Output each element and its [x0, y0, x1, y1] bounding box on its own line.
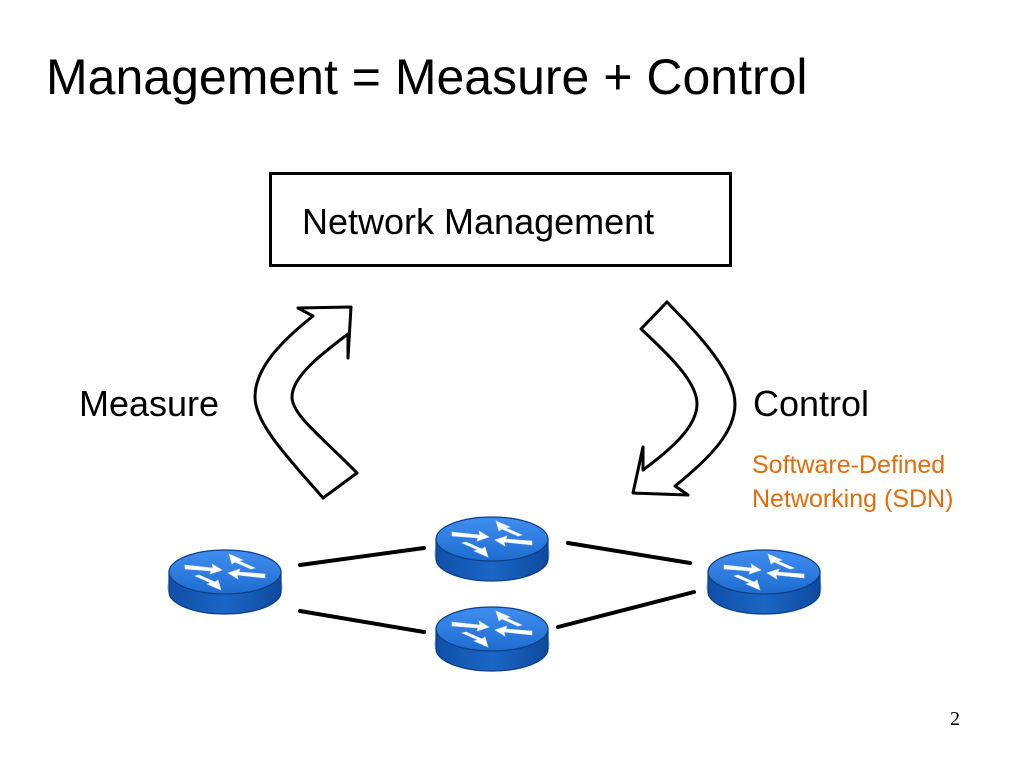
measure-label: Measure — [79, 383, 220, 424]
router-right-icon — [705, 549, 823, 615]
network-management-box: Network Management — [269, 172, 732, 267]
router-left-icon — [166, 549, 284, 615]
router-bottom-icon — [433, 606, 551, 672]
sdn-annotation: Software-Defined Networking (SDN) — [752, 448, 953, 516]
curved-up-arrow-icon — [253, 305, 359, 500]
link-bottom-to-right — [556, 590, 696, 629]
network-management-label: Network Management — [302, 201, 655, 242]
link-top-to-right — [566, 541, 692, 565]
curved-down-arrow-icon — [631, 300, 737, 497]
sdn-line-1: Software-Defined — [752, 451, 946, 479]
router-top-icon — [433, 516, 551, 582]
control-label: Control — [753, 383, 870, 424]
link-left-to-bottom — [298, 609, 426, 634]
page-number: 2 — [950, 708, 960, 730]
slide-title: Management = Measure + Control — [46, 49, 808, 105]
sdn-line-2: Networking (SDN) — [752, 485, 954, 513]
link-left-to-top — [298, 546, 426, 567]
